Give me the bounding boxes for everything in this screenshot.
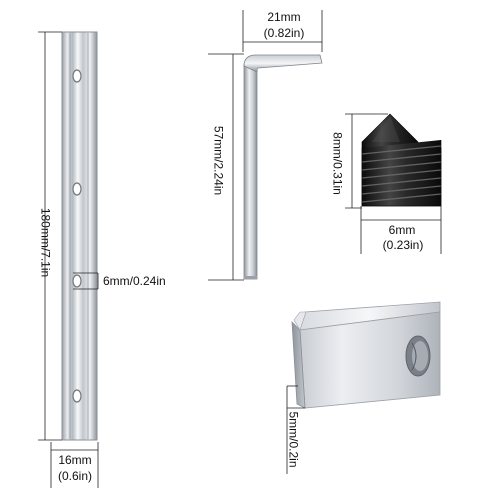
rail-hole-label: 6mm/0.24in (103, 274, 166, 288)
straight-connector-rail (61, 31, 98, 441)
rail-length-dimension-line (38, 31, 62, 441)
rail-hole (72, 69, 82, 83)
rail-width-mm-label: 16mm (58, 453, 92, 467)
screw-diameter-mm-label: 6mm (388, 223, 416, 237)
rail-hole (72, 274, 82, 288)
key-width-in-label: (0.82in) (263, 26, 305, 40)
rail-hole-dimension-line (73, 272, 99, 290)
key-width-mm-label: 21mm (267, 10, 301, 24)
screw-height-label: 8mm/0.31in (330, 132, 345, 195)
t-slot-nut (291, 301, 441, 409)
key-length-dimension-line (208, 53, 244, 281)
key-length-label: 57mm/2.24in (211, 125, 226, 196)
hex-key-wrench (243, 54, 323, 280)
screw-diameter-dimension-line (360, 206, 442, 254)
rail-length-label: 180mm/7.1in (38, 207, 53, 278)
nut-height-label: 5mm/0.2in (286, 411, 301, 468)
rail-hole (72, 182, 82, 196)
key-width-dimension-line (242, 10, 323, 52)
rail-width-dimension-line (50, 442, 99, 488)
rail-width-in-label: (0.6in) (57, 469, 92, 483)
rail-hole (72, 389, 82, 403)
set-screw (361, 113, 442, 207)
nut-height-dimension-line (286, 385, 305, 474)
screw-diameter-in-label: (0.23in) (382, 238, 424, 252)
screw-height-dimension-line (345, 113, 388, 209)
